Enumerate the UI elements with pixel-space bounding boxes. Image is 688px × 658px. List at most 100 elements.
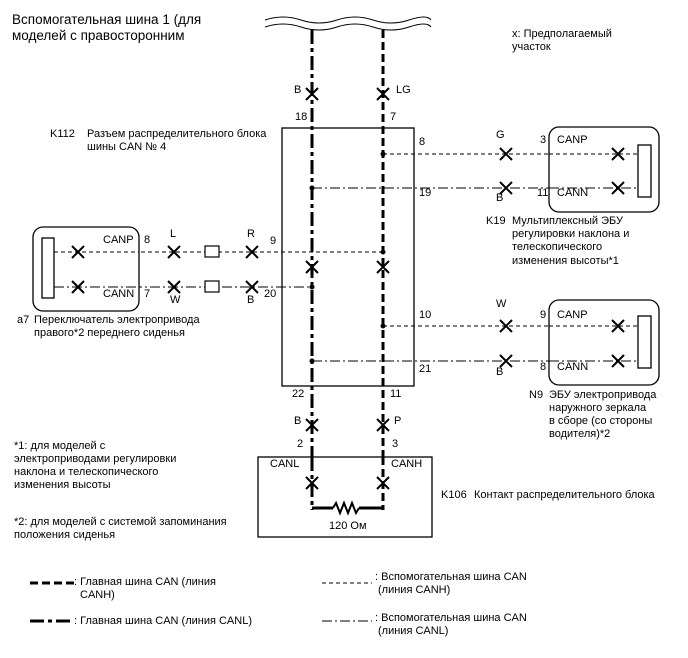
k112-code: K112 <box>50 128 75 140</box>
wire-color-label: P <box>394 415 402 427</box>
pin-number: 9 <box>270 235 277 247</box>
suspected-area-x-icon <box>71 280 85 294</box>
k19-name-2: регулировки наклона и <box>512 228 630 240</box>
suspected-area-x-icon <box>167 280 181 294</box>
junction-dot <box>309 185 315 191</box>
legend-sub-canl-label: : Вспомогательная шина CAN <box>375 612 527 624</box>
suspected-area-x-icon <box>499 181 513 195</box>
legend-main-canl-label: : Главная шина CAN (линия CANL) <box>74 615 252 627</box>
pin-number: 8 <box>419 136 426 148</box>
a7-name: Переключатель электропривода <box>34 314 200 326</box>
footnote-1-2: электроприводами регулировки <box>14 453 177 465</box>
n9-code: N9 <box>529 389 544 401</box>
suspected-area-note: x: Предполагаемый <box>512 28 612 40</box>
suspected-area-note-2: участок <box>512 41 551 53</box>
pin-number: 7 <box>144 288 151 300</box>
legend-sub-canh-label: : Вспомогательная шина CAN <box>375 571 527 583</box>
break-mark <box>264 16 432 24</box>
resistor-symbol <box>332 500 360 516</box>
wire-color-label: G <box>496 129 505 141</box>
pin-number: 11 <box>390 388 402 400</box>
pin-number: 9 <box>540 309 547 321</box>
k112-name: Разъем распределительного блока <box>87 128 267 140</box>
wire-color-label: W <box>170 294 181 306</box>
footnote-1-3: наклона и телескопического <box>14 466 159 478</box>
suspected-area-x-icon <box>245 245 259 259</box>
suspected-area-x-icon <box>611 319 625 333</box>
pin-number: 8 <box>144 234 151 246</box>
pin-number: 19 <box>419 187 432 199</box>
n9-component-box <box>548 299 660 386</box>
a7-canp-label: CANP <box>103 234 134 246</box>
n9-name-2: наружного зеркала <box>549 402 647 414</box>
k112-junction-box <box>281 127 415 387</box>
suspected-area-x-icon <box>71 245 85 259</box>
suspected-area-x-icon <box>499 319 513 333</box>
pin-number: 20 <box>264 288 277 300</box>
k19-terminal-block <box>637 144 652 198</box>
suspected-area-x-icon <box>376 87 390 101</box>
legend-sub-canh-label-2: (линия CANH) <box>378 584 451 596</box>
wire-color-label: W <box>496 298 507 310</box>
pin-number: 3 <box>392 438 399 450</box>
n9-canp-label: CANP <box>557 309 588 321</box>
terminator-resistor-value: 120 Ом <box>329 520 367 532</box>
n9-cann-label: CANN <box>557 361 589 373</box>
inline-connector-icon <box>204 280 220 293</box>
suspected-area-x-icon <box>611 354 625 368</box>
suspected-area-x-icon <box>499 354 513 368</box>
break-mark <box>264 23 432 31</box>
pin-number: 21 <box>419 363 432 375</box>
n9-name-3: в сборе (со стороны <box>549 415 653 427</box>
junction-dot <box>380 151 386 157</box>
junction-dot <box>380 323 386 329</box>
wire-color-label: B <box>294 84 302 96</box>
a7-code: a7 <box>17 314 30 326</box>
a7-terminal-block <box>41 237 55 299</box>
wire-color-label: R <box>247 228 255 240</box>
suspected-area-x-icon <box>305 476 319 490</box>
pin-number: 2 <box>297 438 304 450</box>
k19-code: K19 <box>486 215 506 227</box>
pin-number: 8 <box>540 361 547 373</box>
suspected-area-x-icon <box>245 280 259 294</box>
wire-color-label: B <box>496 366 504 378</box>
legend-sub-canl-label-2: (линия CANL) <box>378 625 449 637</box>
footnote-1: *1: для моделей с <box>14 440 106 452</box>
k106-name: Контакт распределительного блока <box>474 489 655 501</box>
suspected-area-x-icon <box>305 87 319 101</box>
n9-name-4: водителя)*2 <box>549 428 611 440</box>
junction-dot <box>309 284 315 290</box>
suspected-area-x-icon <box>376 476 390 490</box>
suspected-area-x-icon <box>611 147 625 161</box>
k106-canl-label: CANL <box>270 458 300 470</box>
suspected-area-x-icon <box>305 418 319 432</box>
a7-name-2: правого*2 переднего сиденья <box>34 327 185 339</box>
junction-dot <box>309 358 315 364</box>
suspected-area-x-icon <box>499 147 513 161</box>
suspected-area-x-icon <box>611 181 625 195</box>
legend-main-canh-label-2: CANH) <box>80 589 115 601</box>
suspected-area-x-icon <box>376 260 390 274</box>
footnote-1-4: изменения высоты <box>14 479 111 491</box>
pin-number: 10 <box>419 309 432 321</box>
inline-connector-icon <box>204 245 220 258</box>
footnote-2-2: положения сиденья <box>14 529 116 541</box>
suspected-area-x-icon <box>376 418 390 432</box>
k19-name: Мультиплексный ЭБУ <box>512 215 623 227</box>
k19-name-3: телескопического <box>512 241 603 253</box>
junction-dot <box>380 249 386 255</box>
k106-canh-label: CANH <box>391 458 423 470</box>
k19-cann-label: CANN <box>557 187 589 199</box>
pin-number: 18 <box>295 111 308 123</box>
k106-code: K106 <box>441 489 467 501</box>
k106-junction-box <box>257 456 433 538</box>
wire-color-label: LG <box>396 84 411 96</box>
diagram-title-line1: Вспомогательная шина 1 (для <box>12 12 202 27</box>
pin-number: 3 <box>540 134 547 146</box>
n9-name: ЭБУ электропривода <box>549 389 657 401</box>
suspected-area-x-icon <box>167 245 181 259</box>
pin-number: 7 <box>390 111 397 123</box>
